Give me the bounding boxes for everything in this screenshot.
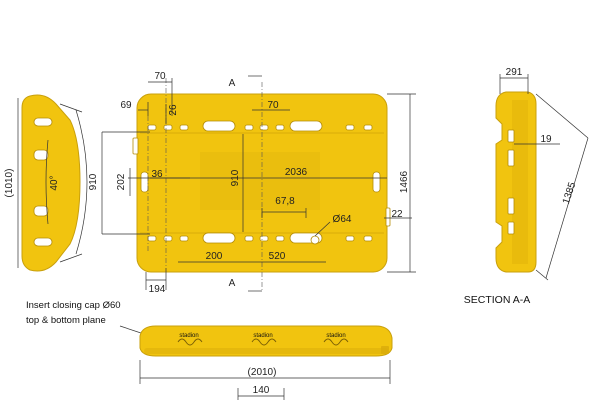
note-insert-cap: Insert closing cap Ø60 [26,300,121,311]
section-view [495,74,589,281]
bottom-dim-2010: (2010) [248,367,277,378]
main-dimension-lines [101,75,416,292]
dim-520: 520 [269,251,286,262]
dim-slot-70: 70 [267,100,279,111]
dim-67-8: 67,8 [275,196,295,207]
main-top-view [132,93,391,273]
left-side-view [17,94,88,272]
dim-hole-64: Ø64 [333,214,352,225]
side-height-label: (1010) [4,169,15,198]
embossed-logo-3: stadion [326,333,345,339]
dim-width-2036: 2036 [285,167,308,178]
bottom-side-view [139,325,393,357]
dim-194: 194 [149,284,166,295]
section-dim-19: 19 [540,134,552,145]
dim-200: 200 [206,251,223,262]
dim-left-69: 69 [120,100,132,111]
embossed-logo-1: stadion [179,333,198,339]
dim-total-1466: 1466 [399,170,410,193]
section-marker-top: A [229,78,236,89]
dim-top-70: 70 [154,71,166,82]
section-dim-1385: 1385 [561,181,578,206]
dim-22: 22 [391,209,403,220]
dim-36: 36 [151,169,163,180]
note-plane: top & bottom plane [26,315,106,326]
section-dim-291: 291 [506,67,523,78]
dim-26: 26 [168,104,179,116]
dim-height-910-center: 910 [230,169,241,186]
side-angle-label: 40° [49,175,60,190]
dim-202: 202 [116,173,127,190]
section-title: SECTION A-A [464,294,531,306]
embossed-logo-2: stadion [253,333,272,339]
section-marker-bottom: A [229,278,236,289]
dim-height-910-left: 910 [88,173,99,190]
bottom-dim-140: 140 [253,385,270,396]
